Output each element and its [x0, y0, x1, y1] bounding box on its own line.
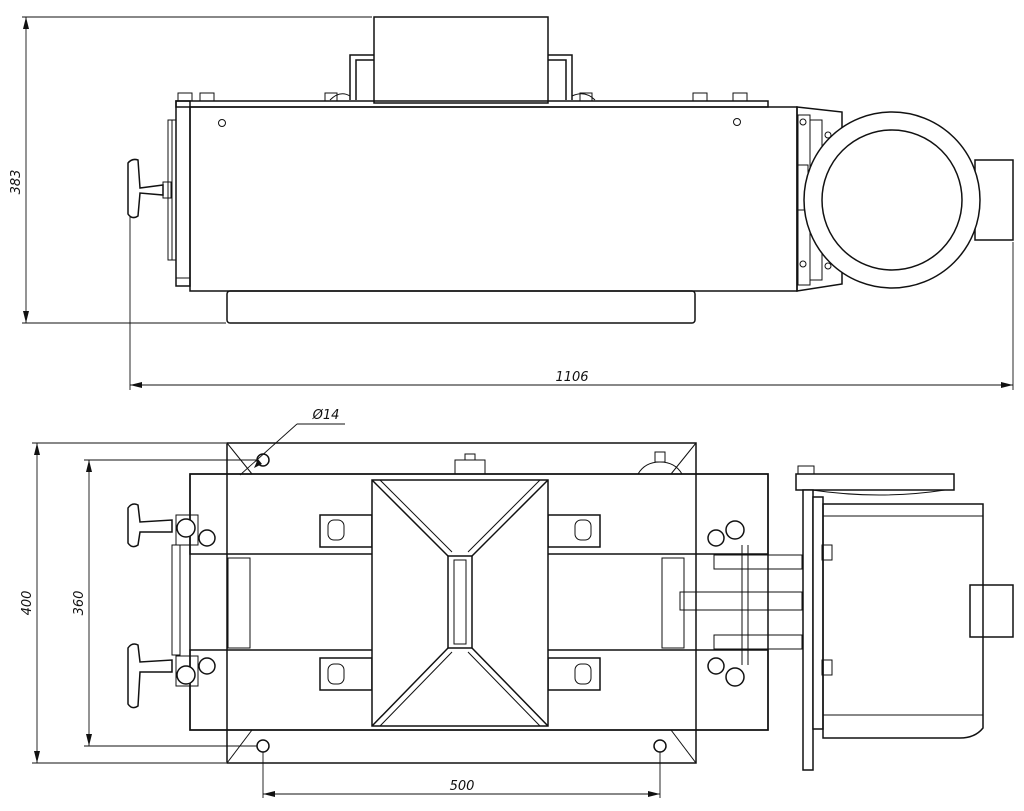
mounting-hole — [256, 739, 270, 753]
dim-1106: 1106 — [129, 216, 1014, 390]
bolt — [199, 92, 215, 102]
dim-diameter: Ø14 — [239, 408, 345, 476]
dim-label-360: 360 — [72, 591, 87, 616]
motor-terminal — [969, 584, 1014, 638]
motor-flange — [796, 106, 843, 292]
bolt — [692, 92, 708, 102]
drive-shaft — [679, 591, 803, 611]
top-rail — [175, 100, 769, 108]
bolt — [177, 92, 193, 102]
adjustment-knob — [127, 158, 164, 219]
bolt — [732, 92, 748, 102]
mounting-hole — [653, 739, 667, 753]
top-cover-box — [373, 16, 549, 104]
knob-upper — [127, 503, 173, 548]
hopper — [371, 479, 549, 727]
left-end-plate — [175, 100, 191, 287]
mounting-base — [226, 442, 697, 764]
left-handle — [349, 54, 374, 100]
plan-view — [127, 442, 1014, 771]
dim-360: 360 — [72, 459, 257, 747]
right-handle — [548, 54, 573, 100]
dim-label-1106: 1106 — [555, 370, 588, 385]
dim-label-400: 400 — [20, 591, 35, 616]
dim-label-500: 500 — [450, 779, 475, 794]
top-bracket — [795, 473, 955, 491]
motor-flange-plate — [802, 489, 814, 771]
main-body — [189, 106, 798, 292]
dim-383: 383 — [9, 16, 372, 324]
knob-lower — [127, 643, 173, 709]
dim-400: 400 — [20, 442, 226, 764]
dim-label-383: 383 — [9, 170, 24, 195]
side-view — [127, 16, 1014, 324]
dim-500: 500 — [262, 752, 661, 798]
motor-body — [822, 503, 984, 739]
dim-label-diameter: Ø14 — [312, 408, 340, 423]
base-plate — [226, 290, 696, 324]
motor-outer — [803, 111, 981, 289]
motor-inner — [821, 129, 963, 271]
